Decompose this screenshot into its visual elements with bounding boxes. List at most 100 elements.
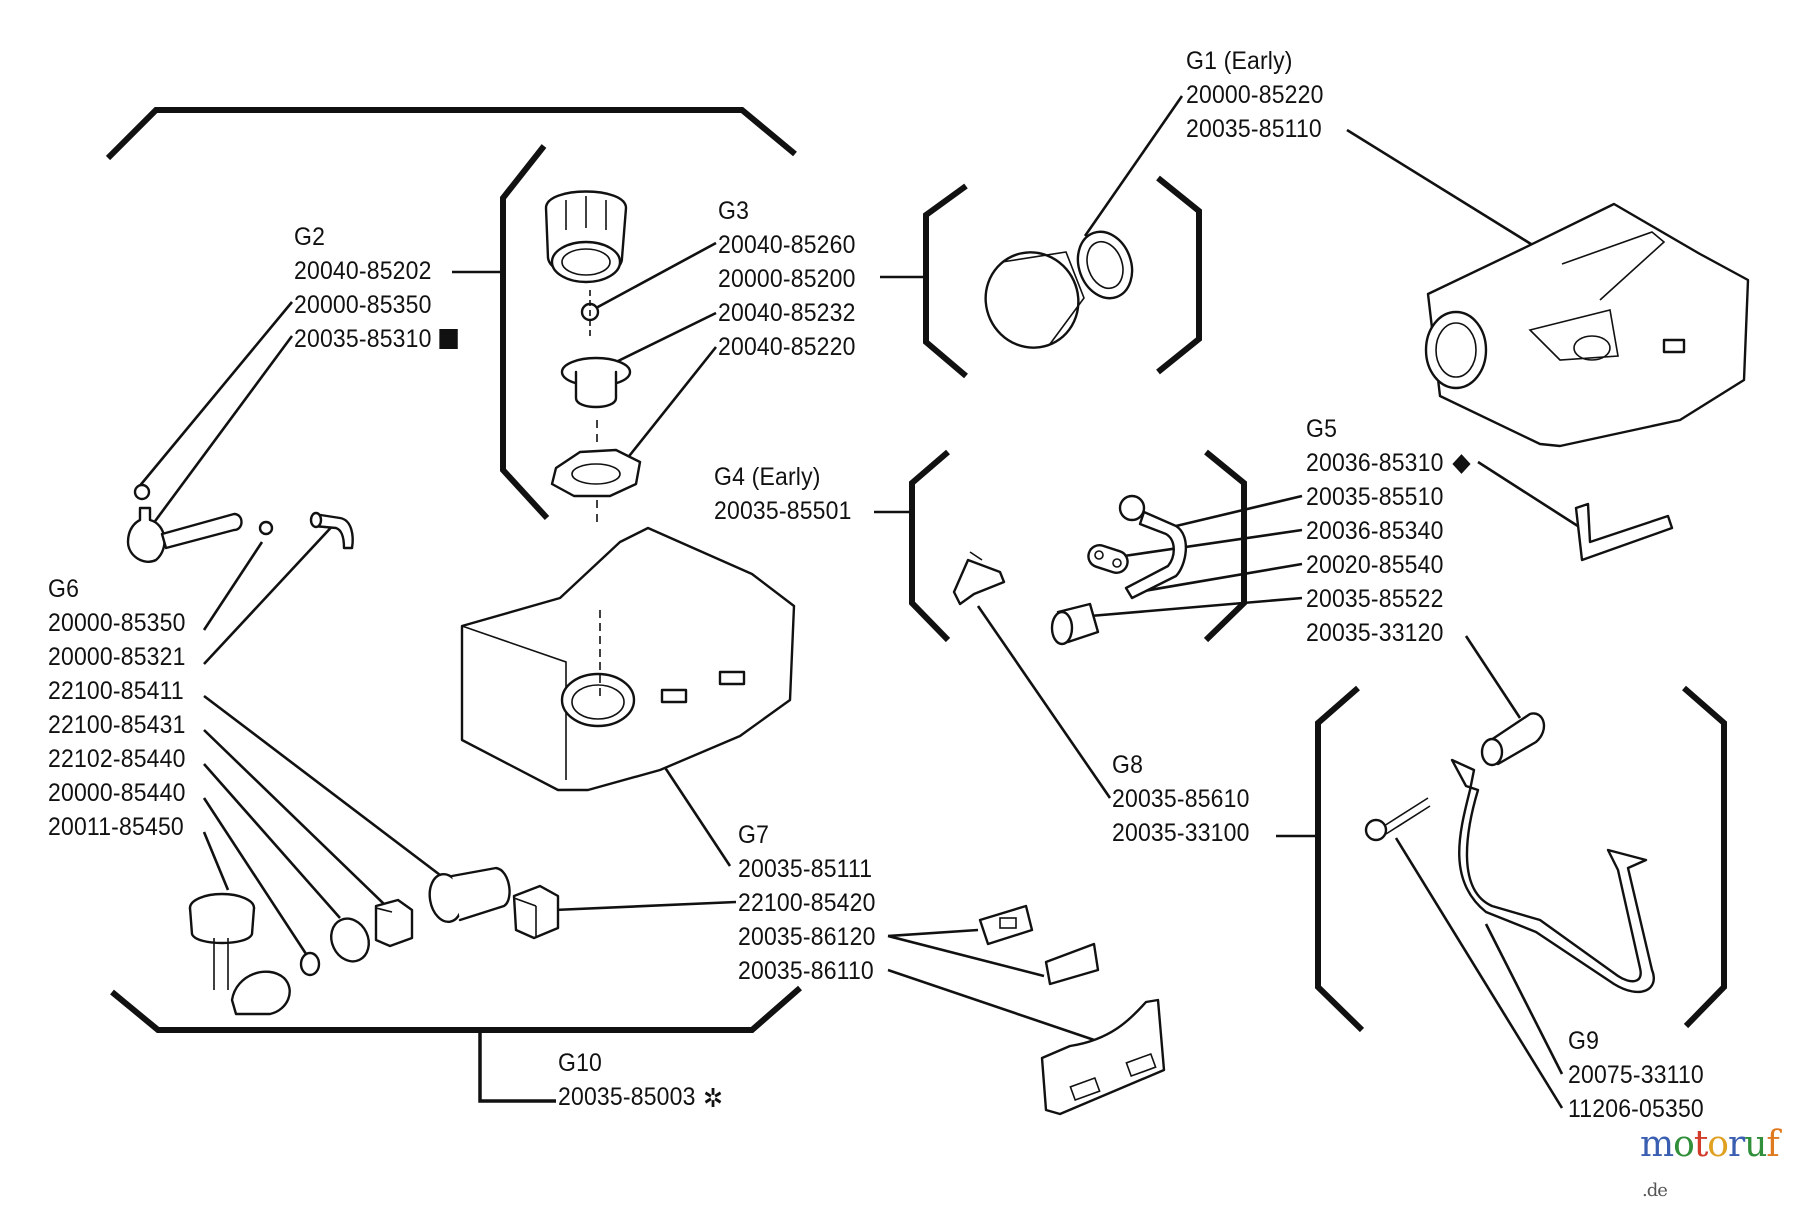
watermark-letter: o <box>1673 1124 1695 1165</box>
part-number[interactable]: 20035-85610 <box>1112 785 1250 813</box>
group-g6-name: G6 <box>48 575 80 603</box>
part-number[interactable]: 20040-85202 <box>294 257 432 285</box>
part-number[interactable]: 20035-33100 <box>1112 819 1250 847</box>
g6-ring <box>299 951 321 977</box>
g7-fuel-tank <box>460 526 796 792</box>
group-g9-name: G9 <box>1568 1027 1600 1055</box>
group-g2-name: G2 <box>294 223 326 251</box>
group-g4: G4 (Early) 20035-85501 <box>714 460 852 528</box>
group-g7: G7 20035-85111 22100-85420 20035-86120 2… <box>738 818 876 988</box>
part-number[interactable]: 22100-85431 <box>48 711 186 739</box>
part-number[interactable]: 20035-85510 <box>1306 483 1444 511</box>
part-number[interactable]: 22100-85420 <box>738 889 876 917</box>
part-number[interactable]: 20035-86110 <box>738 957 874 985</box>
group-g7-name: G7 <box>738 821 770 849</box>
g3-vent-valve <box>580 290 600 336</box>
part-number[interactable]: 20040-85260 <box>718 231 856 259</box>
group-g10: G10 20035-85003✲ <box>558 1046 723 1114</box>
leader-line <box>624 346 718 461</box>
part-number[interactable]: 22100-85411 <box>48 677 184 705</box>
g9-rubber-sleeve <box>1480 712 1546 767</box>
part-number[interactable]: 20035-33120 <box>1306 619 1444 647</box>
leader-line <box>1484 923 1564 1075</box>
g1-bracket-right <box>1156 175 1202 375</box>
part-number[interactable]: 20000-85220 <box>1186 81 1324 109</box>
part-number[interactable]: 20000-85350 <box>48 609 186 637</box>
g1-fuel-cap <box>984 251 1085 349</box>
leader-line <box>887 928 979 938</box>
group-g5-name: G5 <box>1306 415 1338 443</box>
g7-mount-rubber-2 <box>1044 942 1100 986</box>
leader-line <box>662 765 732 867</box>
part-number[interactable]: 20035-85501 <box>714 497 852 525</box>
part-number[interactable]: 20035-85522 <box>1306 585 1444 613</box>
leader-line <box>887 968 1107 1046</box>
part-number[interactable]: 11206-05350 <box>1568 1095 1704 1123</box>
leader-line <box>203 519 339 665</box>
part-number[interactable]: 20000-85321 <box>48 643 186 671</box>
square-marker-icon <box>438 329 458 349</box>
g9-bracket-right <box>1682 685 1727 1029</box>
g3-cap-insert <box>560 356 632 409</box>
group-g3-name: G3 <box>718 197 750 225</box>
leader-line <box>202 797 312 961</box>
part-number[interactable]: 20075-33110 <box>1568 1061 1704 1089</box>
g6-fuel-filter-assembly <box>188 892 291 1016</box>
group-g8-name: G8 <box>1112 751 1144 779</box>
leader-line <box>136 301 294 489</box>
leader-line <box>595 241 717 310</box>
g5-bracket-right <box>1203 449 1247 643</box>
part-number[interactable]: 22102-85440 <box>48 745 186 773</box>
leader-line <box>887 934 1045 978</box>
part-number[interactable]: 20035-85111 <box>738 855 873 883</box>
part-number[interactable]: 20040-85232 <box>718 299 856 327</box>
watermark-letter: m <box>1640 1124 1674 1165</box>
group-g2: G2 20040-85202 20000-85350 20035-85310 <box>294 220 458 356</box>
diamond-marker-icon <box>1451 454 1471 475</box>
leader-line <box>203 729 385 905</box>
group-bracket-top <box>105 107 797 161</box>
part-number[interactable]: 20000-85350 <box>294 291 432 319</box>
g8-clip <box>952 551 1006 606</box>
leader-line <box>1083 95 1184 237</box>
g6-small-clip <box>258 520 274 536</box>
group-g1: G1 (Early) 20000-85220 20035-85110 <box>1186 44 1324 146</box>
leader-line <box>1346 128 1561 264</box>
g2-pickup-elbow <box>126 483 243 563</box>
leader-line <box>203 694 445 880</box>
watermark-tld: .de <box>1642 1180 1668 1201</box>
part-number[interactable]: 20035-85003✲ <box>558 1080 723 1114</box>
part-number[interactable]: 20035-86120 <box>738 923 876 951</box>
g9-wire-handle <box>1450 758 1655 994</box>
leader-line <box>202 541 264 631</box>
part-number-text: 20035-85003 <box>558 1083 696 1111</box>
part-number[interactable]: 20000-85200 <box>718 265 856 293</box>
group-g1-name: G1 (Early) <box>1186 47 1293 75</box>
part-number[interactable]: 20035-85110 <box>1186 115 1322 143</box>
watermark-letter: u <box>1744 1124 1767 1165</box>
group-g4-name: G4 (Early) <box>714 463 821 491</box>
g9-screw <box>1364 797 1431 842</box>
g1-bracket-left <box>923 183 968 379</box>
g1-cap-ring <box>1076 230 1134 300</box>
g5-fuel-pipe <box>1118 494 1187 600</box>
g5-grommet-plate <box>1087 544 1129 574</box>
part-number[interactable]: 20011-85450 <box>48 813 184 841</box>
leader-line <box>202 831 230 891</box>
watermark-logo: motoruf.de <box>1640 1125 1800 1211</box>
part-number-text: 20035-85310 <box>294 325 432 353</box>
part-number[interactable]: 20000-85440 <box>48 779 186 807</box>
leader-line <box>1123 528 1303 558</box>
g3-gasket <box>550 420 642 524</box>
leader-line <box>203 763 341 919</box>
g7-mount-rubber-1 <box>978 904 1034 946</box>
part-number[interactable]: 20035-85310 <box>294 322 458 356</box>
leader-line <box>611 311 717 366</box>
group-g9: G9 20075-33110 11206-05350 <box>1568 1024 1704 1126</box>
part-number[interactable]: 20020-85540 <box>1306 551 1444 579</box>
part-number[interactable]: 20036-85310 <box>1306 446 1471 480</box>
part-number[interactable]: 20040-85220 <box>718 333 856 361</box>
leader-line <box>553 900 737 912</box>
part-number[interactable]: 20036-85340 <box>1306 517 1444 545</box>
part-number-text: 20036-85310 <box>1306 449 1444 477</box>
